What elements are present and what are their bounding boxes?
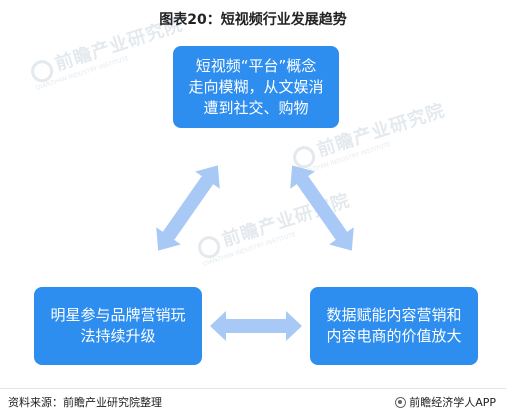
brand-logo-icon [395, 396, 407, 408]
double-arrow-shape [156, 165, 220, 251]
node-right: 数据赋能内容营销和 内容电商的价值放大 [310, 287, 478, 365]
node-left-line-1: 明星参与品牌营销玩 [50, 306, 186, 324]
double-arrow-shape [210, 311, 302, 341]
node-left-line-2: 法持续升级 [80, 327, 156, 345]
footer-divider [0, 388, 506, 389]
double-arrow-shape [290, 165, 354, 251]
node-right-line-2: 内容电商的价值放大 [326, 327, 462, 345]
brand-label: 前瞻经济学人APP [409, 396, 496, 409]
arrow-right-top [290, 165, 354, 251]
node-top-line-2: 走向模糊，从文娱消 [188, 77, 324, 96]
node-top-line-1: 短视频“平台”概念 [195, 56, 317, 75]
source-note: 资料来源：前瞻产业研究院整理 [8, 396, 162, 409]
chart-title: 图表20：短视频行业发展趋势 [159, 12, 347, 28]
node-top-line-3: 遭到社交、购物 [203, 98, 309, 117]
arrow-left-top [156, 165, 220, 251]
node-top: 短视频“平台”概念 走向模糊，从文娱消 遭到社交、购物 [173, 46, 339, 128]
brand: 前瞻经济学人APP [395, 394, 496, 410]
arrow-bottom [210, 311, 302, 341]
node-right-line-1: 数据赋能内容营销和 [326, 306, 462, 324]
node-left: 明星参与品牌营销玩 法持续升级 [34, 287, 202, 365]
